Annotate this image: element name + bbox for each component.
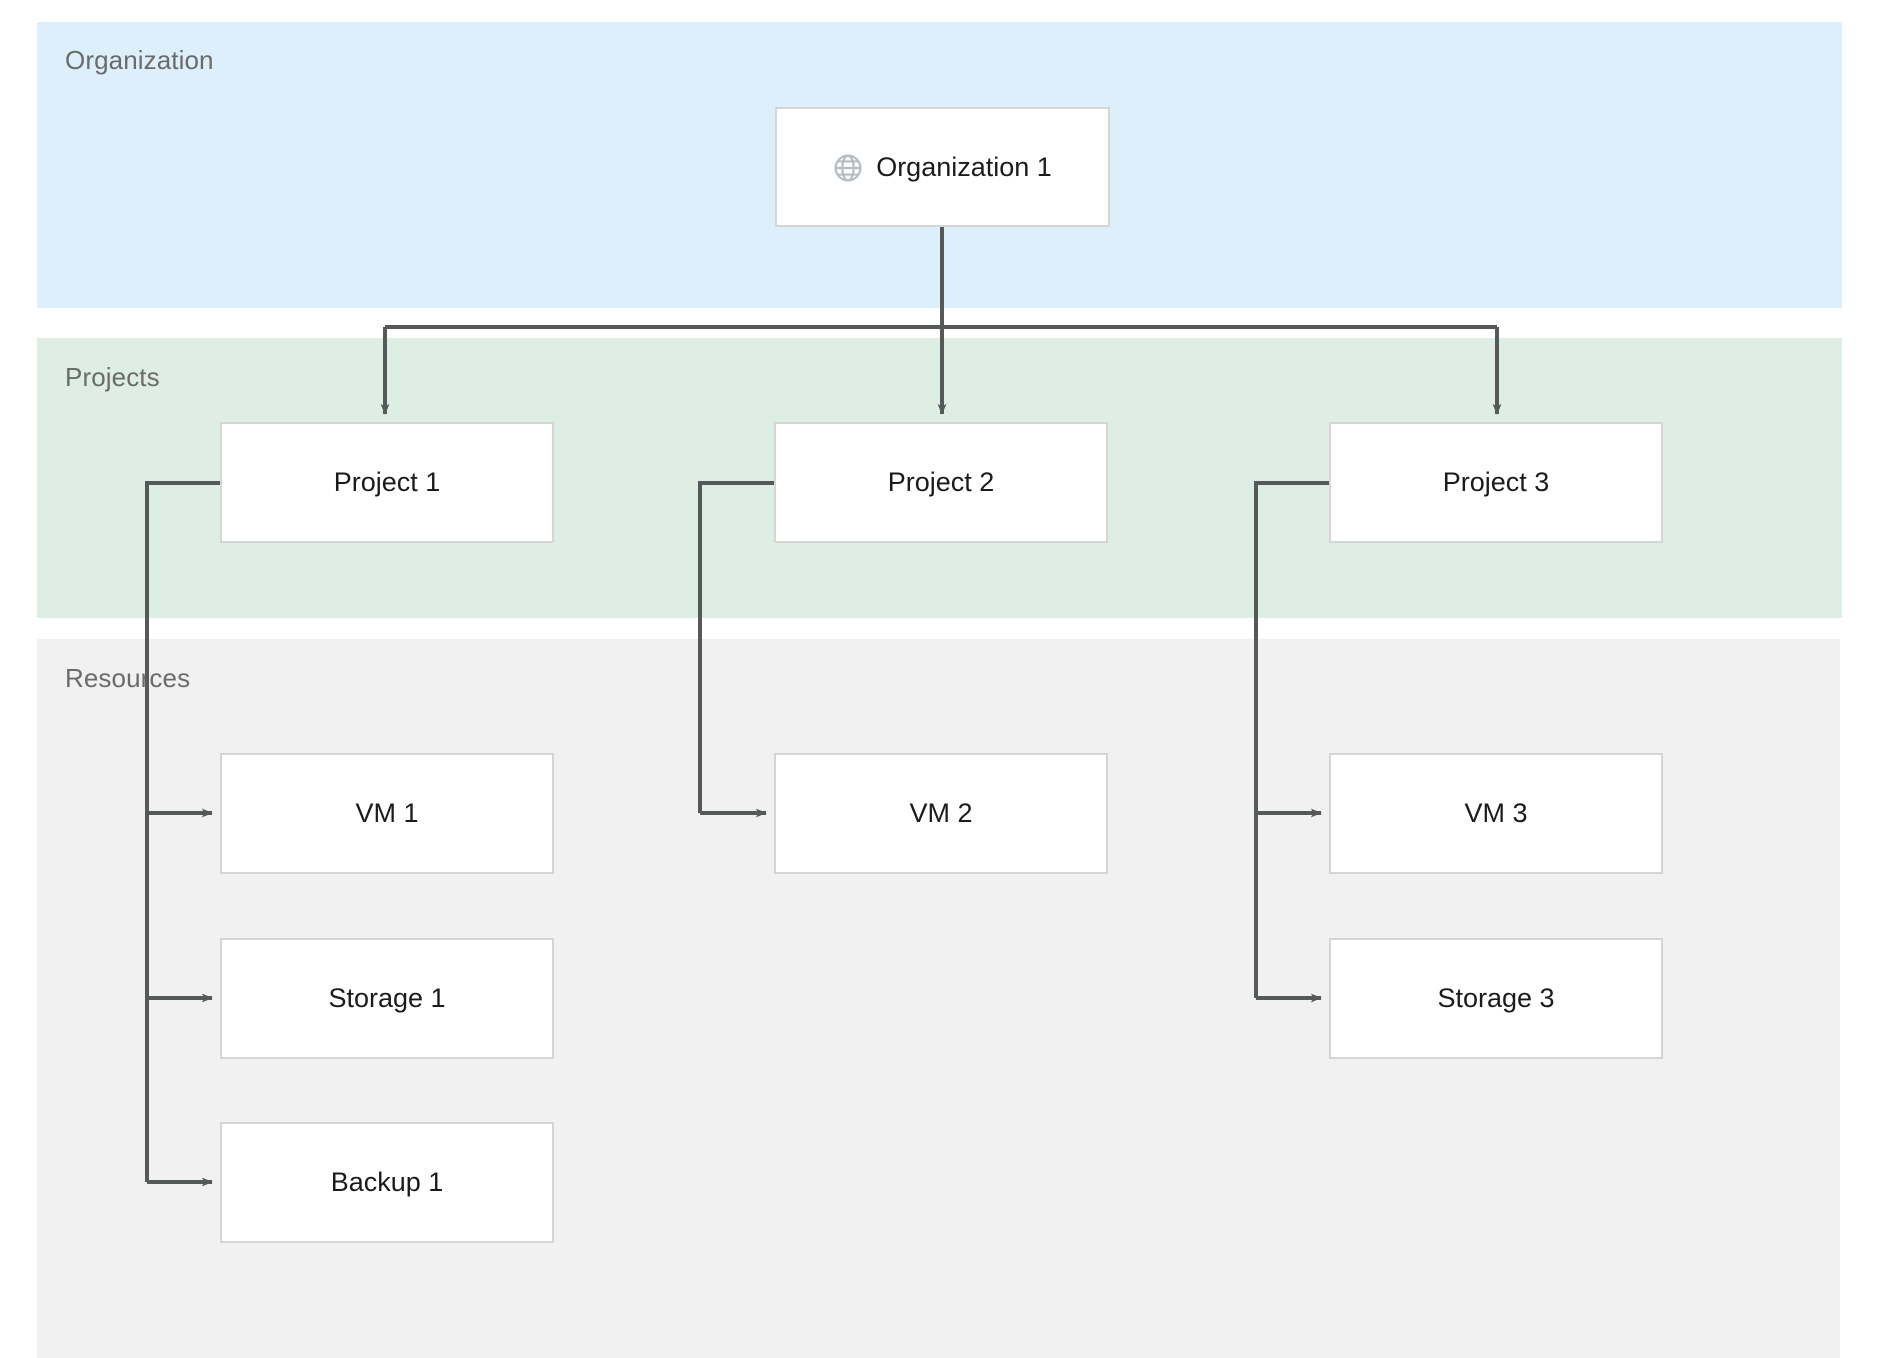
- swimlane-label-projects: Projects: [65, 362, 160, 392]
- node-storage-3[interactable]: Storage 3: [1329, 938, 1663, 1059]
- node-label: VM 1: [355, 798, 419, 828]
- node-vm-2[interactable]: VM 2: [774, 753, 1108, 874]
- node-label: VM 2: [909, 798, 973, 828]
- node-vm-1[interactable]: VM 1: [220, 753, 554, 874]
- node-label: Project 1: [333, 467, 441, 497]
- node-label: Organization 1: [876, 151, 1052, 182]
- node-organization-1[interactable]: Organization 1: [775, 107, 1110, 227]
- node-label: Storage 1: [328, 983, 446, 1013]
- node-storage-1[interactable]: Storage 1: [220, 938, 554, 1059]
- node-project-3[interactable]: Project 3: [1329, 422, 1663, 543]
- swimlane-label-resources: Resources: [65, 663, 191, 693]
- node-project-1[interactable]: Project 1: [220, 422, 554, 543]
- node-project-2[interactable]: Project 2: [774, 422, 1108, 543]
- node-backup-1[interactable]: Backup 1: [220, 1122, 554, 1243]
- globe-icon: [833, 153, 863, 183]
- node-label: Project 3: [1442, 467, 1550, 497]
- node-label: Project 2: [887, 467, 995, 497]
- node-label: Storage 3: [1437, 983, 1555, 1013]
- node-label: VM 3: [1464, 798, 1528, 828]
- node-vm-3[interactable]: VM 3: [1329, 753, 1663, 874]
- swimlane-label-organization: Organization: [65, 45, 214, 75]
- node-label: Backup 1: [330, 1167, 444, 1197]
